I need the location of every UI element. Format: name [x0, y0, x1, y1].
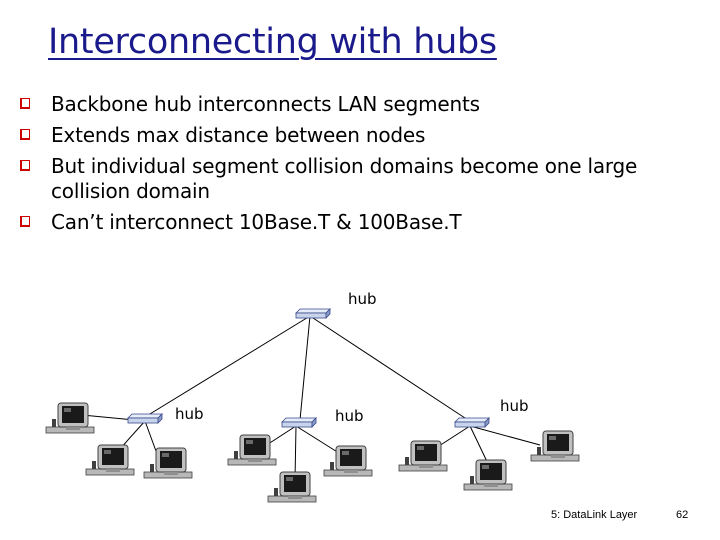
slide-title: Interconnecting with hubs [48, 22, 497, 62]
computer-icon [143, 447, 193, 479]
bullet-text: Can’t interconnect 10Base.T & 100Base.T [51, 210, 462, 234]
page-number: 62 [676, 509, 689, 521]
bullet-box-icon [20, 216, 30, 227]
bullet-box-icon [20, 129, 30, 140]
hub-icon [295, 308, 331, 319]
computer-icon [227, 434, 277, 466]
bullet-item: But individual segment collision domains… [20, 154, 680, 204]
computer-icon [267, 471, 317, 503]
bullet-box-icon [20, 98, 30, 109]
hub-label-left: hub [175, 405, 204, 423]
hub-label-backbone: hub [348, 290, 377, 308]
computer-icon [45, 402, 95, 434]
network-links [81, 315, 541, 481]
footer-chapter: 5: DataLink Layer [551, 509, 638, 521]
bullet-item: Extends max distance between nodes [20, 123, 680, 148]
hub-label-middle: hub [335, 407, 364, 425]
computer-icon [323, 445, 373, 477]
bullet-text: Extends max distance between nodes [51, 123, 426, 147]
hub-label-right: hub [500, 397, 529, 415]
bullet-item: Can’t interconnect 10Base.T & 100Base.T [20, 210, 680, 235]
computer-icon [85, 444, 135, 476]
hub-icon [281, 417, 317, 428]
computer-icon [463, 459, 513, 491]
bullet-box-icon [20, 160, 30, 171]
hub-icon [127, 413, 163, 424]
bullet-text: But individual segment collision domains… [51, 154, 638, 203]
hub-icon [454, 417, 490, 428]
bullet-text: Backbone hub interconnects LAN segments [51, 92, 480, 116]
computer-icon [530, 430, 580, 462]
computer-icon [398, 440, 448, 472]
bullet-item: Backbone hub interconnects LAN segments [20, 92, 680, 117]
bullet-list: Backbone hub interconnects LAN segments … [20, 92, 680, 241]
